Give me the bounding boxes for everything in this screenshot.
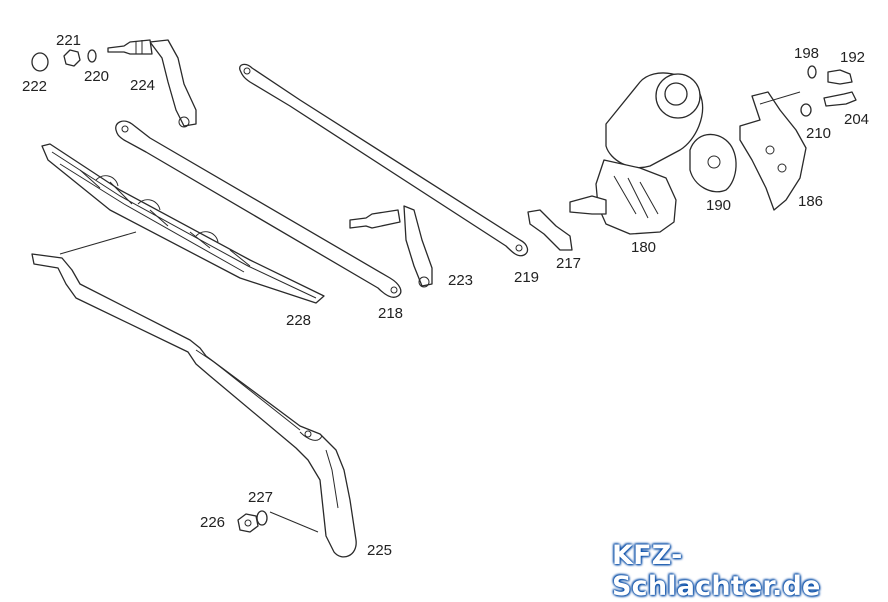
leader-line-blade <box>59 231 137 255</box>
screw-204 <box>823 91 857 107</box>
linkage-rod-lower <box>115 120 402 298</box>
label-218: 218 <box>378 305 403 322</box>
label-210: 210 <box>806 125 831 142</box>
watermark-logo: KFZ-Schlachter.de <box>612 540 821 602</box>
label-219: 219 <box>514 269 539 286</box>
bracket-186 <box>739 91 807 211</box>
washer-227 <box>256 510 268 526</box>
label-228: 228 <box>286 312 311 329</box>
label-226: 226 <box>200 514 225 531</box>
label-217: 217 <box>556 255 581 272</box>
wiper-blade-228 <box>41 143 325 304</box>
crank-224 <box>107 39 197 128</box>
label-190: 190 <box>706 197 731 214</box>
label-186: 186 <box>798 193 823 210</box>
linkage-rod-219 <box>239 63 529 257</box>
label-221: 221 <box>56 32 81 49</box>
nut-221 <box>63 49 81 67</box>
motor-180 <box>569 72 704 235</box>
leader-line-bracket <box>759 91 801 105</box>
wiper-arm-225 <box>31 253 357 558</box>
leader-line-arm-nut <box>269 511 319 533</box>
nut-226 <box>237 513 259 533</box>
label-198: 198 <box>794 45 819 62</box>
label-222: 222 <box>22 78 47 95</box>
nut-220 <box>87 49 97 63</box>
crank-223 <box>349 205 433 288</box>
washer-198 <box>807 65 817 79</box>
bolt-192 <box>827 69 853 85</box>
label-223: 223 <box>448 272 473 289</box>
label-192: 192 <box>840 49 865 66</box>
label-224: 224 <box>130 77 155 94</box>
label-225: 225 <box>367 542 392 559</box>
bracket-217 <box>527 209 573 251</box>
label-227: 227 <box>248 489 273 506</box>
plate-190 <box>689 133 737 193</box>
label-220: 220 <box>84 68 109 85</box>
label-180: 180 <box>631 239 656 256</box>
washer-210 <box>800 103 812 117</box>
label-204: 204 <box>844 111 869 128</box>
cap-222 <box>31 52 49 72</box>
